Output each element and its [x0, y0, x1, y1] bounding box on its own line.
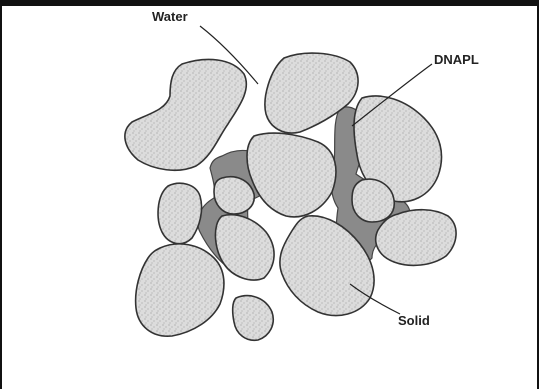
solid-label: Solid — [398, 313, 430, 328]
solid-grain-4 — [247, 133, 336, 217]
solid-grain-12 — [233, 296, 274, 341]
solid-grain-5 — [158, 183, 202, 243]
water-label: Water — [152, 9, 188, 24]
solid-grain-9 — [376, 210, 456, 266]
solid-grain-11 — [136, 244, 224, 336]
solid-grain-8 — [215, 215, 274, 280]
dnapl-label: DNAPL — [434, 52, 479, 67]
